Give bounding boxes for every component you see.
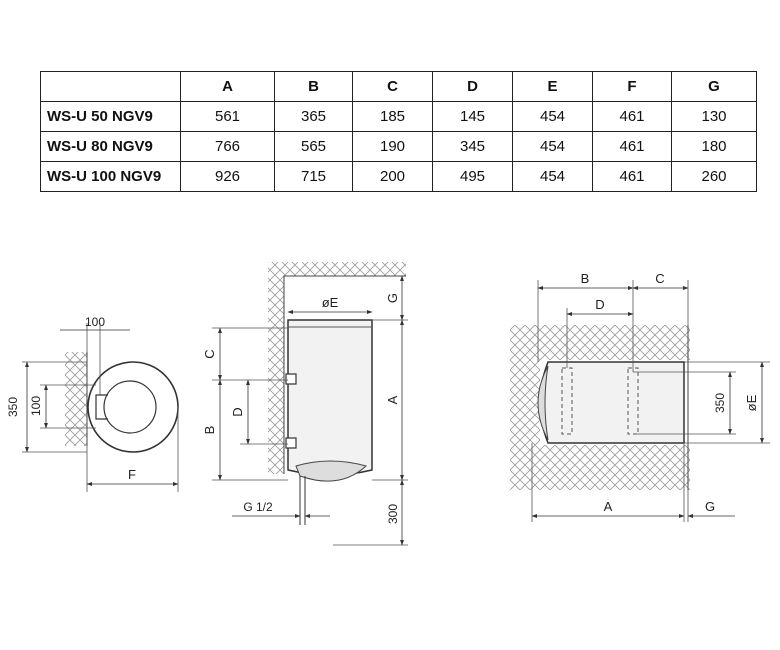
tank-bottom-cap bbox=[295, 460, 367, 482]
dim-label-100-top: 100 bbox=[85, 315, 105, 329]
bracket-left bbox=[561, 367, 573, 435]
dim-label-a: A bbox=[604, 499, 613, 514]
value-cell: 454 bbox=[512, 101, 593, 132]
bracket-shape bbox=[95, 394, 108, 420]
wall-hatch bbox=[65, 352, 87, 446]
dim-label-b: B bbox=[581, 271, 590, 286]
dim-label-100-left: 100 bbox=[29, 396, 43, 416]
value-cell: 454 bbox=[512, 161, 593, 192]
header-cell-g: G bbox=[671, 71, 757, 102]
bracket-lower bbox=[285, 437, 297, 449]
value-cell: 180 bbox=[671, 131, 757, 162]
model-cell: WS-U 80 NGV9 bbox=[40, 131, 181, 162]
wall-hatch bbox=[510, 445, 690, 490]
dim-label-c: C bbox=[655, 271, 664, 286]
top-view: 100 350 100 F bbox=[6, 315, 179, 492]
dim-label-d: D bbox=[595, 297, 604, 312]
dim-label-350: 350 bbox=[6, 397, 20, 417]
tank-end-cap bbox=[537, 365, 549, 441]
ceiling-hatch bbox=[268, 262, 406, 276]
tank-body bbox=[539, 361, 685, 444]
wall-hatch bbox=[510, 325, 690, 360]
table-row: WS-U 80 NGV9 766 565 190 345 454 461 180 bbox=[40, 131, 757, 162]
dim-label-g-half: G 1/2 bbox=[243, 500, 273, 514]
header-cell-e: E bbox=[512, 71, 593, 102]
value-cell: 260 bbox=[671, 161, 757, 192]
side-view: øE G A 300 C B D G 1/2 bbox=[202, 262, 408, 546]
value-cell: 365 bbox=[274, 101, 353, 132]
value-cell: 461 bbox=[592, 131, 672, 162]
value-cell: 190 bbox=[352, 131, 433, 162]
value-cell: 185 bbox=[352, 101, 433, 132]
model-cell: WS-U 100 NGV9 bbox=[40, 161, 181, 192]
bracket-upper bbox=[285, 373, 297, 385]
header-cell-f: F bbox=[592, 71, 672, 102]
dim-label-g: G bbox=[705, 499, 715, 514]
value-cell: 715 bbox=[274, 161, 353, 192]
value-cell: 926 bbox=[180, 161, 275, 192]
header-cell-b: B bbox=[274, 71, 353, 102]
value-cell: 461 bbox=[592, 101, 672, 132]
value-cell: 495 bbox=[432, 161, 513, 192]
tank-inner-circle bbox=[103, 380, 157, 434]
dim-label-350: 350 bbox=[713, 393, 727, 413]
header-cell-c: C bbox=[352, 71, 433, 102]
wall-hatch bbox=[510, 360, 540, 445]
dim-label-a: A bbox=[385, 395, 400, 404]
tank-outer-circle bbox=[87, 361, 179, 453]
dim-label-b: B bbox=[202, 426, 217, 435]
tank-body bbox=[287, 319, 373, 476]
dim-label-e: øE bbox=[322, 295, 339, 310]
dim-label-300: 300 bbox=[386, 504, 400, 524]
dim-label-f: F bbox=[128, 467, 136, 482]
dim-label-c: C bbox=[202, 349, 217, 358]
table-row: WS-U 100 NGV9 926 715 200 495 454 461 26… bbox=[40, 161, 757, 192]
dim-label-d: D bbox=[230, 407, 245, 416]
dimension-table: A B C D E F G WS-U 50 NGV9 561 365 185 1… bbox=[40, 71, 757, 192]
value-cell: 200 bbox=[352, 161, 433, 192]
header-cell-d: D bbox=[432, 71, 513, 102]
dim-label-g: G bbox=[385, 293, 400, 303]
value-cell: 561 bbox=[180, 101, 275, 132]
wall-hatch bbox=[268, 276, 284, 474]
value-cell: 461 bbox=[592, 161, 672, 192]
horizontal-view: B C D 350 øE A G bbox=[510, 271, 770, 522]
wall-line bbox=[283, 275, 406, 474]
dim-label-e: øE bbox=[744, 394, 759, 411]
value-cell: 130 bbox=[671, 101, 757, 132]
